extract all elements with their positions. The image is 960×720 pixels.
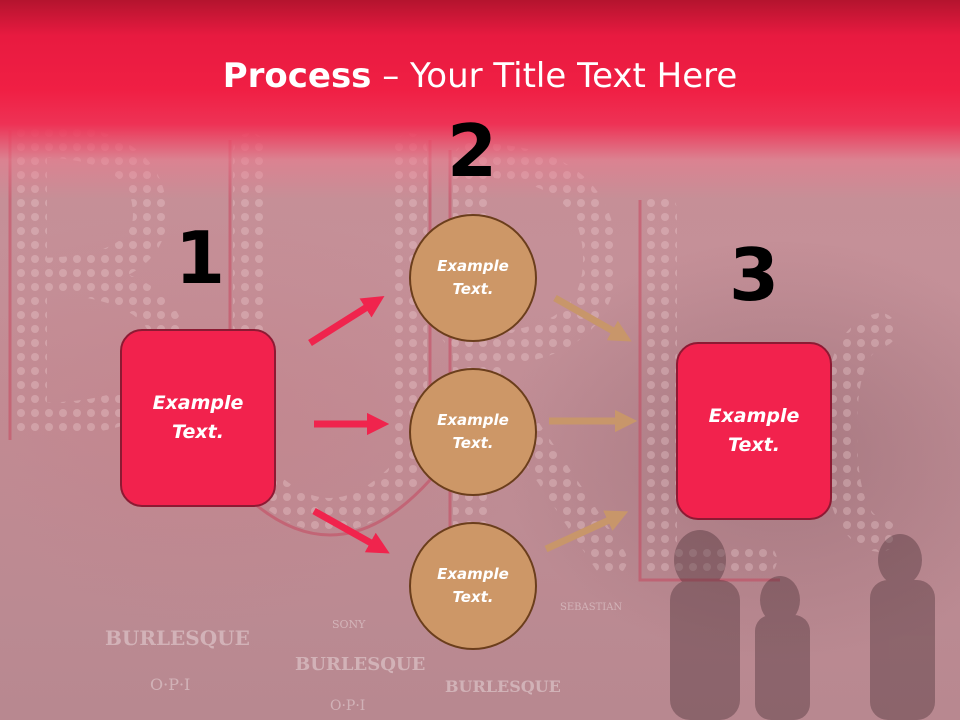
arrow-box1-to-circle1 [308, 296, 385, 346]
sponsor-wall: BURLESQUE SONY O·P·I BURLESQUE BURLESQUE… [105, 602, 622, 714]
box1-text-line1: Example [152, 392, 244, 414]
step-number-3: 3 [728, 233, 780, 317]
sponsor-text-4: BURLESQUE [295, 654, 425, 675]
arrow-box1-to-circle3 [312, 507, 390, 554]
title-bold: Process [222, 56, 372, 96]
circle-1: Example Text. [409, 214, 537, 342]
sponsor-text-1: BURLESQUE [105, 626, 250, 650]
sponsor-text-2: SONY [332, 618, 366, 631]
arrow-circle3-to-box3 [544, 510, 629, 553]
box1-text-line2: Text. [172, 421, 224, 443]
step-box-3: Example Text. [676, 342, 832, 520]
sponsor-text-6: SEBASTIAN [560, 602, 622, 613]
step-number-1: 1 [174, 216, 226, 300]
circle-2: Example Text. [409, 368, 537, 496]
box3-text-line2: Text. [728, 434, 780, 456]
crowd-silhouettes [670, 530, 935, 720]
sponsor-text-5: BURLESQUE [445, 677, 561, 696]
slide-title: Process – Your Title Text Here [0, 54, 960, 98]
circle2-text-line1: Example [437, 411, 509, 429]
sponsor-text-7: O·P·I [330, 698, 365, 714]
circle3-text-line2: Text. [452, 588, 494, 606]
box3-text-line1: Example [708, 405, 800, 427]
step-number-2: 2 [446, 109, 498, 193]
arrow-circle1-to-box3 [553, 294, 632, 342]
circle3-text-line1: Example [437, 565, 509, 583]
circle1-text-line1: Example [437, 257, 509, 275]
step-box-1: Example Text. [120, 329, 276, 507]
sponsor-text-3: O·P·I [150, 675, 190, 694]
circle2-text-line2: Text. [452, 434, 494, 452]
title-rest: – Your Title Text Here [371, 56, 738, 96]
header-band [0, 0, 960, 200]
circle1-text-line2: Text. [452, 280, 494, 298]
circle-3: Example Text. [409, 522, 537, 650]
